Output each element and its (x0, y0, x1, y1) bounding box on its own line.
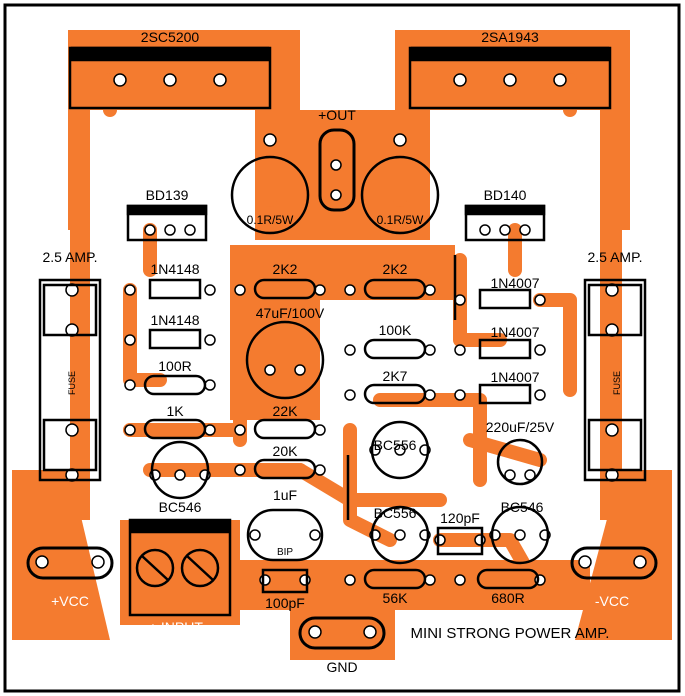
label-c-47u: 47uF/100V (256, 305, 325, 321)
label-r-2k7: 2K7 (383, 368, 408, 384)
label-d4: 1N4007 (490, 324, 539, 340)
label-emitter-res-right: 0.1R/5W (377, 213, 424, 227)
label-2sa1943: 2SA1943 (481, 29, 539, 45)
board-title: MINI STRONG POWER AMP. (411, 625, 610, 642)
silkscreen-outlines (26, 46, 658, 650)
label-fuse-right: FUSE (612, 371, 622, 395)
label-r-1k: 1K (166, 403, 184, 419)
label-bd140: BD140 (484, 187, 527, 203)
label-d5: 1N4007 (490, 369, 539, 385)
label-gnd: GND (326, 659, 357, 675)
label-c-100p: 100pF (265, 595, 305, 611)
label-bc546-b: BC546 (501, 499, 544, 515)
pads (35, 73, 647, 639)
label-r-20k: 20K (273, 443, 299, 459)
label-c-220u: 220uF/25V (486, 419, 555, 435)
label-d2: 1N4148 (150, 312, 199, 328)
label-d1: 1N4148 (150, 261, 199, 277)
silkscreen-labels: 2SC5200 2SA1943 +OUT BD139 BD140 0.1R/5W… (42, 29, 642, 675)
label-fuse-left: FUSE (67, 371, 77, 395)
label-r-22k: 22K (273, 403, 299, 419)
label-2sc5200: 2SC5200 (141, 29, 200, 45)
label-r-100r: 100R (158, 358, 191, 374)
label-r-2k2-a: 2K2 (273, 261, 298, 277)
label-c-1u-type: BIP (277, 547, 293, 558)
label-c-1u: 1uF (273, 487, 297, 503)
label-fuse-right-rating: 2.5 AMP. (587, 249, 642, 265)
label-out: +OUT (318, 107, 356, 123)
label-c-120p: 120pF (440, 510, 480, 526)
label-bc546-a: BC546 (159, 499, 202, 515)
label-r-100k: 100K (379, 322, 412, 338)
label-bd139: BD139 (146, 187, 189, 203)
label-bc556-b: BC556 (374, 505, 417, 521)
label-emitter-res-left: 0.1R/5W (247, 213, 294, 227)
label-fuse-left-rating: 2.5 AMP. (42, 249, 97, 265)
label-r-680r: 680R (491, 590, 524, 606)
label-vcc-neg: -VCC (595, 593, 629, 609)
label-r-2k2-b: 2K2 (383, 261, 408, 277)
label-vcc-pos: +VCC (51, 593, 89, 609)
label-bc556-a: BC556 (374, 437, 417, 453)
label-r-56k: 56K (383, 590, 409, 606)
label-input: + INPUT - (149, 619, 212, 635)
label-d3: 1N4007 (490, 275, 539, 291)
